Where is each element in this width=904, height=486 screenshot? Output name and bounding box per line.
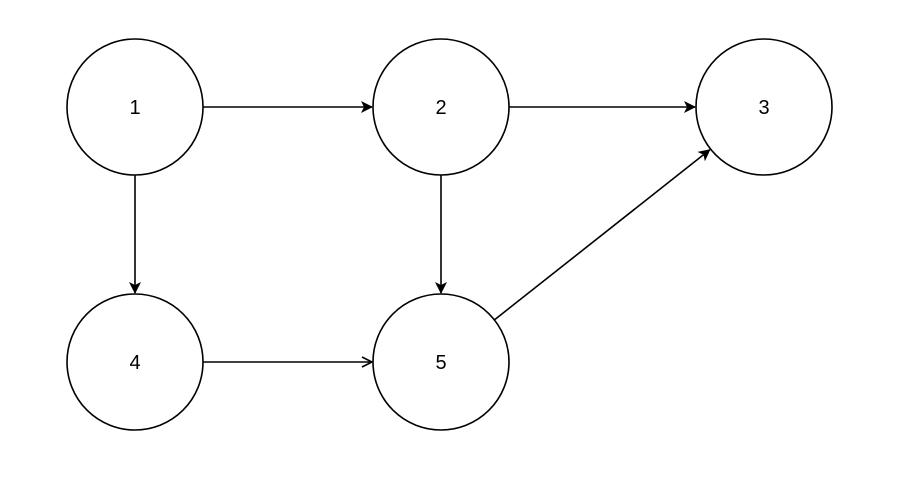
node-circle (372, 38, 510, 176)
node-circle (66, 38, 204, 176)
edge-5-to-3 (493, 149, 711, 321)
edges-layer (129, 101, 711, 362)
node-4: 4 (66, 293, 204, 431)
node-circle (372, 293, 510, 431)
node-1: 1 (66, 38, 204, 176)
node-label: 5 (435, 352, 446, 374)
node-2: 2 (372, 38, 510, 176)
node-circle (66, 293, 204, 431)
node-label: 3 (758, 97, 769, 119)
node-label: 1 (129, 97, 140, 119)
node-label: 4 (129, 352, 140, 374)
node-3: 3 (695, 38, 833, 176)
node-circle (695, 38, 833, 176)
node-5: 5 (372, 293, 510, 431)
node-label: 2 (435, 97, 446, 119)
nodes-layer: 1 2 3 4 5 (66, 38, 833, 431)
